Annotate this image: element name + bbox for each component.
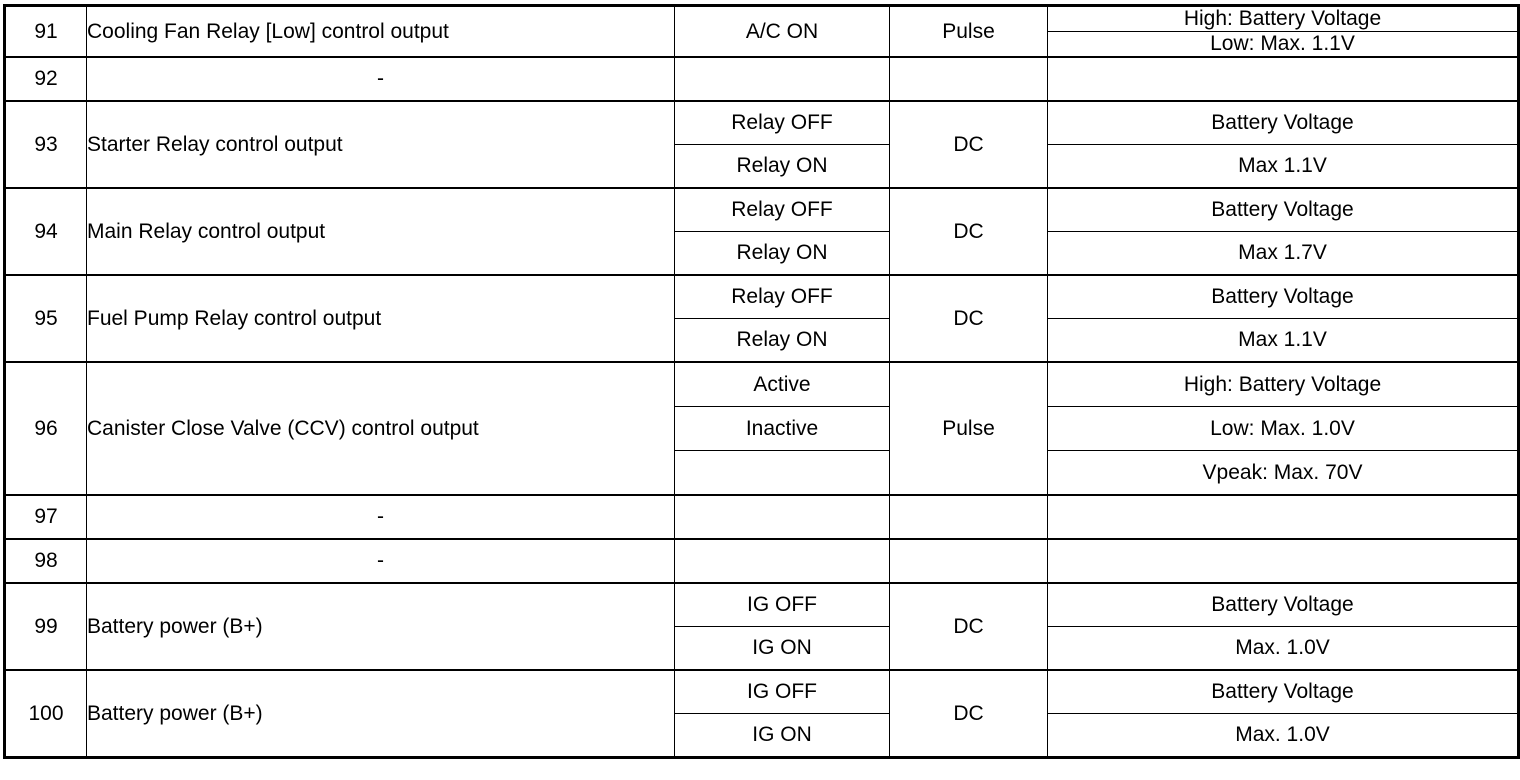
- pin-description-cell: Cooling Fan Relay [Low] control output: [86, 4, 675, 58]
- voltage-value-cell: Battery Voltage: [1047, 187, 1519, 233]
- condition-cell: Active: [674, 361, 890, 408]
- voltage-value-cell: [1047, 494, 1519, 540]
- table-row: 98-: [4, 538, 1519, 584]
- voltage-value-cell: Max. 1.0V: [1047, 626, 1519, 671]
- voltage-value-cell: Max 1.1V: [1047, 318, 1519, 363]
- voltage-value-cell: Low: Max. 1.0V: [1047, 406, 1519, 452]
- table-row: Relay ON Max 1.1V: [5, 144, 1519, 189]
- signal-type-cell: Pulse: [889, 4, 1048, 58]
- signal-type-cell: DC: [889, 582, 1048, 671]
- voltage-value-cell: Battery Voltage: [1047, 274, 1519, 320]
- signal-type-cell: Pulse: [889, 361, 1048, 496]
- voltage-value-cell: Vpeak: Max. 70V: [1047, 450, 1519, 496]
- voltage-value-cell: Battery Voltage: [1047, 100, 1519, 146]
- table-row: IG ON Max. 1.0V: [5, 626, 1519, 671]
- pin-number-cell: 95: [4, 274, 87, 363]
- table-row: IG ON Max. 1.0V: [5, 713, 1519, 759]
- pin-number-cell: 92: [4, 56, 87, 102]
- voltage-value-cell: Max 1.7V: [1047, 231, 1519, 276]
- table-row: 92-: [4, 56, 1519, 102]
- signal-type-cell: DC: [889, 669, 1048, 759]
- condition-cell: Relay OFF: [674, 187, 890, 233]
- condition-cell: A/C ON: [674, 4, 890, 58]
- signal-type-cell: [889, 538, 1048, 584]
- condition-cell: Relay OFF: [674, 274, 890, 320]
- pin-description-cell: -: [86, 538, 675, 584]
- pin-number-cell: 93: [4, 100, 87, 189]
- condition-cell: IG OFF: [674, 669, 890, 715]
- voltage-value-cell: Battery Voltage: [1047, 582, 1519, 628]
- voltage-value-cell: Max. 1.0V: [1047, 713, 1519, 759]
- condition-cell: Relay ON: [674, 144, 890, 189]
- pin-description-cell: Fuel Pump Relay control output: [86, 274, 675, 363]
- voltage-value-cell: Battery Voltage: [1047, 669, 1519, 715]
- signal-type-cell: DC: [889, 274, 1048, 363]
- pin-number-cell: 100: [4, 669, 87, 759]
- pin-description-cell: Main Relay control output: [86, 187, 675, 276]
- pin-description-cell: Canister Close Valve (CCV) control outpu…: [86, 361, 675, 496]
- condition-cell: Relay ON: [674, 318, 890, 363]
- pin-number-cell: 91: [4, 4, 87, 58]
- pin-number-cell: 99: [4, 582, 87, 671]
- condition-cell: Relay OFF: [674, 100, 890, 146]
- table-row: Vpeak: Max. 70V: [5, 450, 1519, 496]
- condition-cell: [674, 450, 890, 496]
- signal-type-cell: DC: [889, 100, 1048, 189]
- signal-type-cell: DC: [889, 187, 1048, 276]
- condition-cell: [674, 494, 890, 540]
- voltage-value-cell: Max 1.1V: [1047, 144, 1519, 189]
- pin-description-cell: Starter Relay control output: [86, 100, 675, 189]
- pin-number-cell: 97: [4, 494, 87, 540]
- table-row: Relay ON Max 1.7V: [5, 231, 1519, 276]
- condition-cell: IG ON: [674, 626, 890, 671]
- condition-cell: IG OFF: [674, 582, 890, 628]
- pin-description-cell: Battery power (B+): [86, 582, 675, 671]
- pin-number-cell: 98: [4, 538, 87, 584]
- signal-type-cell: [889, 494, 1048, 540]
- voltage-value-cell: Low: Max. 1.1V: [1047, 31, 1519, 58]
- condition-cell: IG ON: [674, 713, 890, 759]
- pin-number-cell: 94: [4, 187, 87, 276]
- table-row: Low: Max. 1.1V: [5, 31, 1519, 58]
- condition-cell: [674, 538, 890, 584]
- pin-number-cell: 96: [4, 361, 87, 496]
- condition-cell: [674, 56, 890, 102]
- signal-type-cell: [889, 56, 1048, 102]
- table-row: 97-: [4, 494, 1519, 540]
- voltage-value-cell: [1047, 56, 1519, 102]
- pin-description-cell: -: [86, 56, 675, 102]
- voltage-value-cell: High: Battery Voltage: [1047, 4, 1519, 33]
- voltage-value-cell: High: Battery Voltage: [1047, 361, 1519, 408]
- voltage-value-cell: [1047, 538, 1519, 584]
- condition-cell: Relay ON: [674, 231, 890, 276]
- pin-description-cell: Battery power (B+): [86, 669, 675, 759]
- table-row: Relay ON Max 1.1V: [5, 318, 1519, 363]
- condition-cell: Inactive: [674, 406, 890, 452]
- table-row: Inactive Low: Max. 1.0V: [5, 406, 1519, 452]
- pin-description-cell: -: [86, 494, 675, 540]
